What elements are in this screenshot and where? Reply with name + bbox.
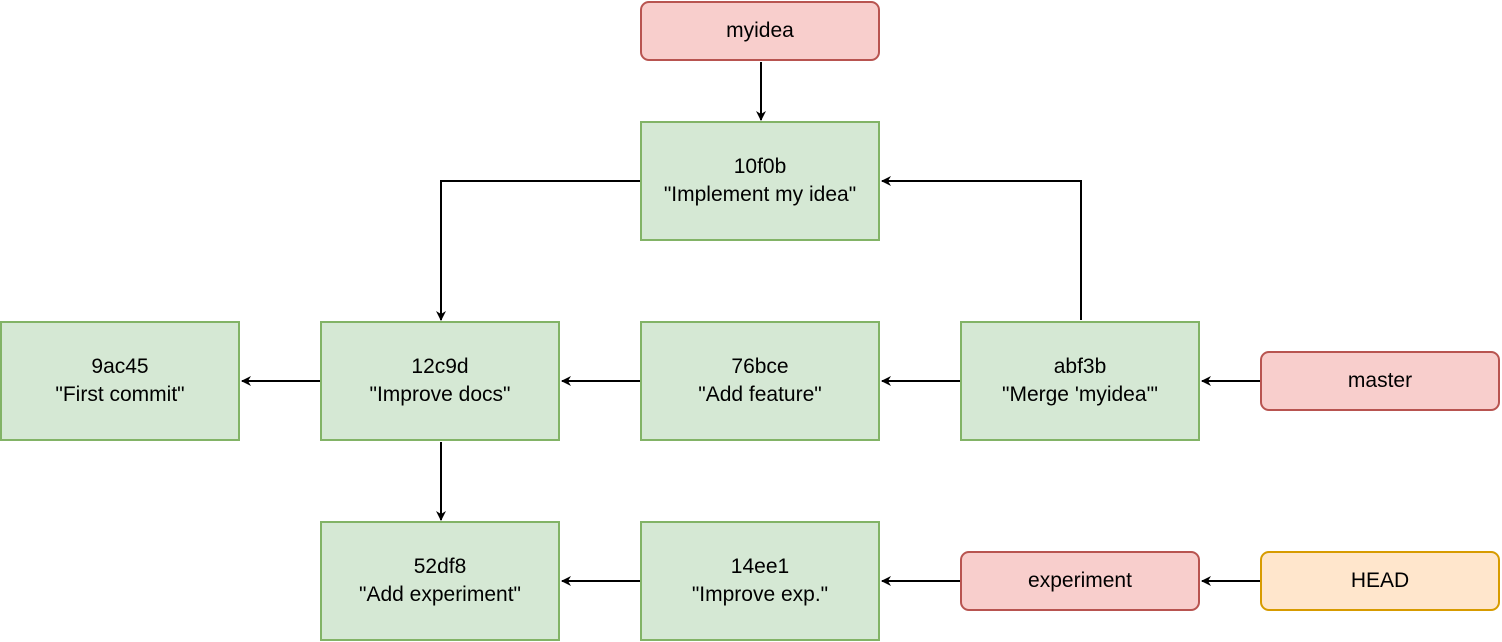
commit-hash: 12c9d [411,355,469,378]
commit-message: "Add experiment" [359,583,521,606]
commit-message: "Implement my idea" [663,183,857,206]
commit-hash: 14ee1 [730,555,790,578]
commit-message: "Improve docs" [369,383,511,406]
branch-master-label: master [1347,369,1413,392]
commit-14ee1[interactable]: 14ee1 "Improve exp." [640,521,880,641]
branch-experiment[interactable]: experiment [960,551,1200,611]
commit-abf3b[interactable]: abf3b "Merge 'myidea'" [960,321,1200,441]
commit-message: "Merge 'myidea'" [1002,383,1158,406]
edge-abf3b-to-10f0b [881,176,1082,320]
commit-52df8[interactable]: 52df8 "Add experiment" [320,521,560,641]
commit-hash: 76bce [731,355,789,378]
commit-hash: abf3b [1053,355,1107,378]
commit-hash: 9ac45 [91,355,149,378]
head-ref-label: HEAD [1350,569,1410,592]
edge-10f0b-to-12c9d [436,180,640,321]
commit-12c9d[interactable]: 12c9d "Improve docs" [320,321,560,441]
commit-message: "First commit" [55,383,185,406]
commit-10f0b[interactable]: 10f0b "Implement my idea" [640,121,880,241]
branch-myidea[interactable]: myidea [640,1,880,61]
branch-experiment-label: experiment [1028,569,1132,592]
head-ref[interactable]: HEAD [1260,551,1500,611]
commit-hash: 52df8 [413,555,467,578]
commit-hash: 10f0b [733,155,787,178]
commit-message: "Add feature" [698,383,822,406]
commit-message: "Improve exp." [691,583,829,606]
branch-master[interactable]: master [1260,351,1500,411]
branch-myidea-label: myidea [726,19,794,42]
commit-76bce[interactable]: 76bce "Add feature" [640,321,880,441]
commit-9ac45[interactable]: 9ac45 "First commit" [0,321,240,441]
